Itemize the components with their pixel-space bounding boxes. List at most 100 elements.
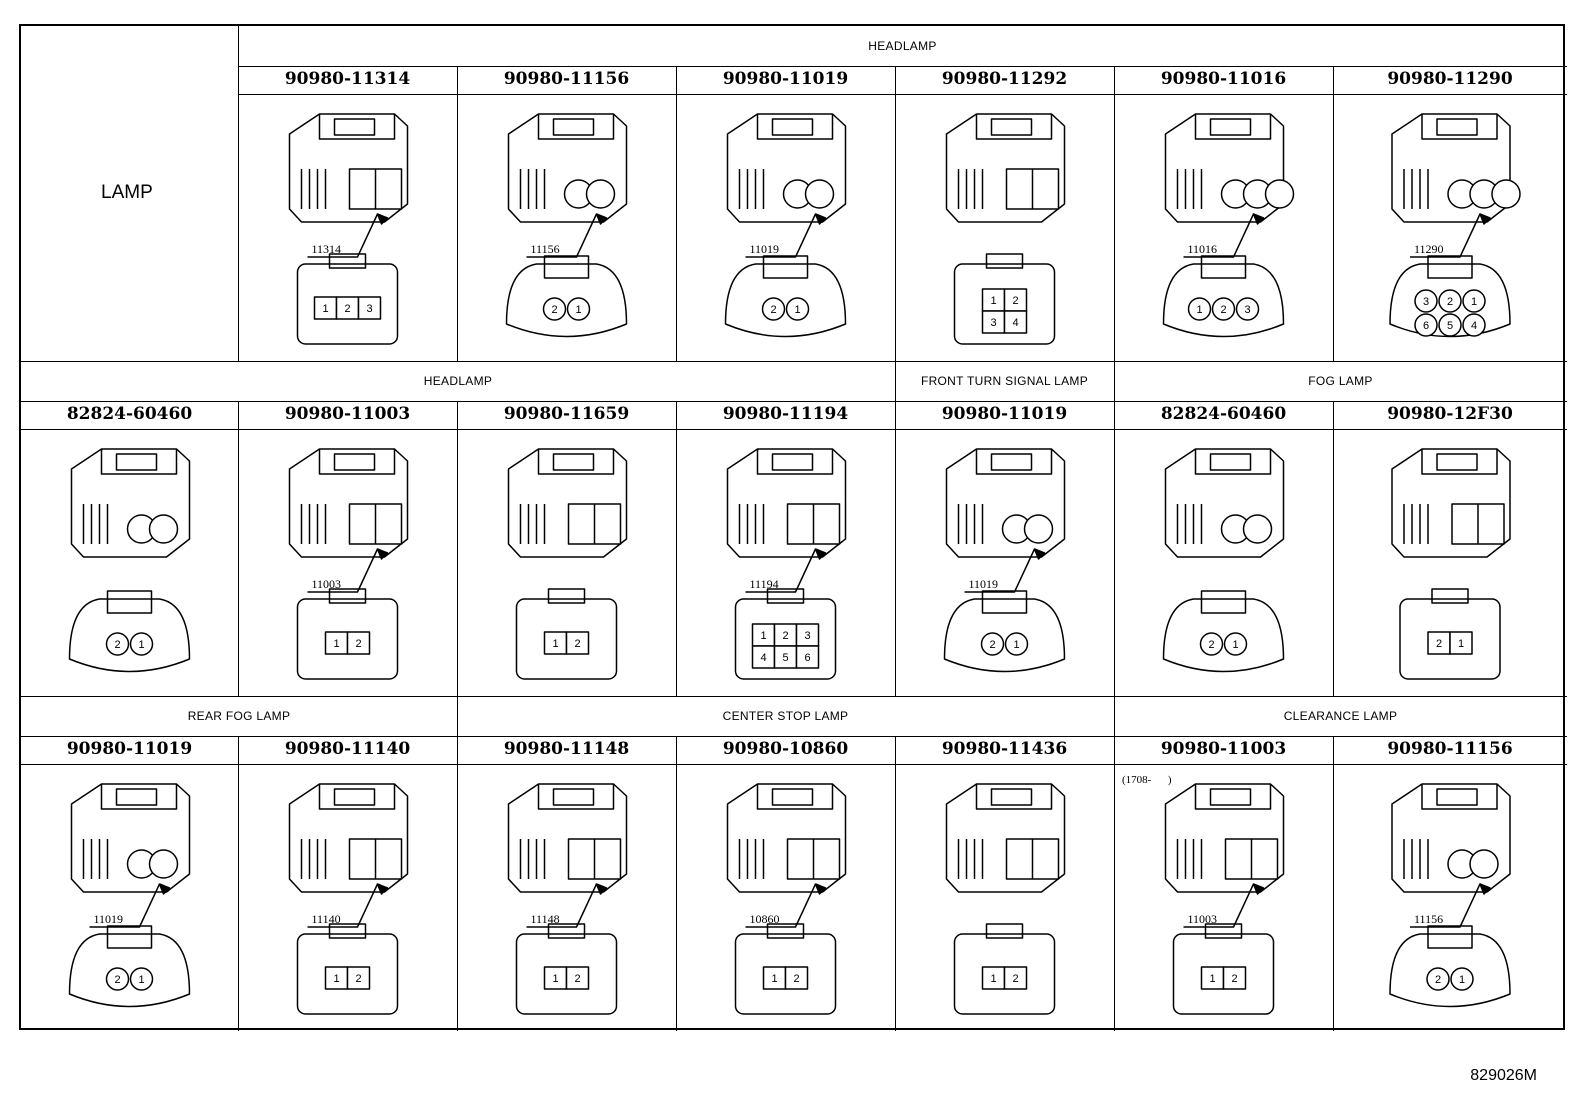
group-header: FOG LAMP bbox=[1308, 374, 1373, 388]
grid-line bbox=[21, 401, 1567, 402]
pin-number: 3 bbox=[366, 303, 372, 315]
pin-number: 2 bbox=[1220, 304, 1226, 316]
callout-label: 11003 bbox=[1188, 912, 1218, 926]
pin-number: 1 bbox=[138, 974, 144, 986]
part-number: 90980-11140 bbox=[284, 739, 411, 759]
group-header: FRONT TURN SIGNAL LAMP bbox=[920, 374, 1089, 388]
callout-label: 11003 bbox=[312, 577, 342, 591]
grid-line bbox=[457, 401, 458, 696]
date-note: (1708- ) bbox=[1122, 774, 1172, 786]
grid-line bbox=[1333, 66, 1334, 361]
pin-number: 2 bbox=[1208, 639, 1214, 651]
pin-number: 2 bbox=[1447, 296, 1453, 308]
pin-number: 2 bbox=[574, 638, 580, 650]
grid-line bbox=[21, 696, 1567, 697]
part-number: 90980-11016 bbox=[1160, 69, 1287, 89]
connector-2pin-round-icon: 11156 2 1 bbox=[505, 113, 628, 338]
grid-line bbox=[457, 66, 458, 361]
grid-line bbox=[1333, 401, 1334, 696]
grid-line bbox=[895, 736, 896, 1031]
pin-number: 1 bbox=[552, 638, 558, 650]
pin-number: 5 bbox=[1447, 320, 1453, 332]
pin-number: 1 bbox=[771, 973, 777, 985]
grid-line bbox=[1114, 401, 1115, 696]
pin-number: 3 bbox=[1244, 304, 1250, 316]
callout-label: 10860 bbox=[750, 912, 780, 926]
grid-line bbox=[457, 736, 458, 1031]
group-header: HEADLAMP bbox=[423, 374, 493, 388]
part-number: 90980-11019 bbox=[66, 739, 193, 759]
pin-number: 2 bbox=[355, 638, 361, 650]
part-number: 90980-11292 bbox=[941, 69, 1068, 89]
callout-label: 11019 bbox=[969, 577, 999, 591]
grid-line bbox=[21, 736, 1567, 737]
grid-line bbox=[1333, 736, 1334, 1031]
part-number: 90980-11019 bbox=[941, 404, 1068, 424]
callout-label: 11140 bbox=[312, 912, 341, 926]
grid-line bbox=[676, 401, 677, 696]
part-number: 90980-11156 bbox=[503, 69, 630, 89]
pin-number: 2 bbox=[1012, 295, 1018, 307]
pin-number: 3 bbox=[990, 317, 996, 329]
part-number: 90980-10860 bbox=[722, 739, 849, 759]
pin-number: 3 bbox=[1423, 296, 1429, 308]
pin-number: 2 bbox=[1012, 973, 1018, 985]
part-number: 90980-11148 bbox=[503, 739, 630, 759]
pin-number: 2 bbox=[551, 304, 557, 316]
grid-line bbox=[1114, 736, 1115, 1031]
callout-label: 11314 bbox=[312, 242, 342, 256]
grid-line bbox=[676, 736, 677, 1031]
callout-label: 11019 bbox=[750, 242, 780, 256]
group-header: CENTER STOP LAMP bbox=[722, 709, 849, 723]
part-number: 90980-11436 bbox=[941, 739, 1068, 759]
pin-number: 2 bbox=[989, 639, 995, 651]
corner-lamp-label: LAMP bbox=[101, 182, 153, 203]
pin-number: 4 bbox=[760, 652, 766, 664]
pin-number: 2 bbox=[793, 973, 799, 985]
grid-line bbox=[457, 696, 458, 736]
callout-label: 11156 bbox=[1414, 912, 1443, 926]
pin-number: 1 bbox=[990, 973, 996, 985]
grid-line bbox=[21, 361, 1567, 362]
part-number: 90980-11003 bbox=[1160, 739, 1287, 759]
group-header: CLEARANCE LAMP bbox=[1283, 709, 1398, 723]
pin-number: 1 bbox=[1459, 974, 1465, 986]
pin-number: 1 bbox=[990, 295, 996, 307]
callout-label: 11019 bbox=[94, 912, 124, 926]
callout-label: 11016 bbox=[1188, 242, 1218, 256]
connector-2pin-square-icon: 10860 1 2 bbox=[726, 783, 847, 1015]
part-number: 90980-11314 bbox=[284, 69, 411, 89]
part-number: 90980-11290 bbox=[1387, 69, 1513, 89]
callout-label: 11156 bbox=[531, 242, 560, 256]
pin-number: 4 bbox=[1471, 320, 1477, 332]
part-number: 90980-11019 bbox=[722, 69, 849, 89]
pin-number: 2 bbox=[114, 639, 120, 651]
grid-line bbox=[21, 764, 1567, 765]
pin-number: 5 bbox=[782, 652, 788, 664]
pin-number: 1 bbox=[1458, 638, 1464, 650]
pin-number: 2 bbox=[114, 974, 120, 986]
callout-label: 11290 bbox=[1414, 242, 1444, 256]
pin-number: 2 bbox=[574, 973, 580, 985]
pin-number: 2 bbox=[355, 973, 361, 985]
part-number: 82824-60460 bbox=[1160, 404, 1287, 424]
grid-line bbox=[895, 401, 896, 696]
part-number: 90980-11194 bbox=[722, 404, 849, 424]
grid-line bbox=[238, 26, 239, 361]
pin-number: 2 bbox=[782, 630, 788, 642]
pin-number: 1 bbox=[1471, 296, 1477, 308]
pin-number: 1 bbox=[575, 304, 581, 316]
